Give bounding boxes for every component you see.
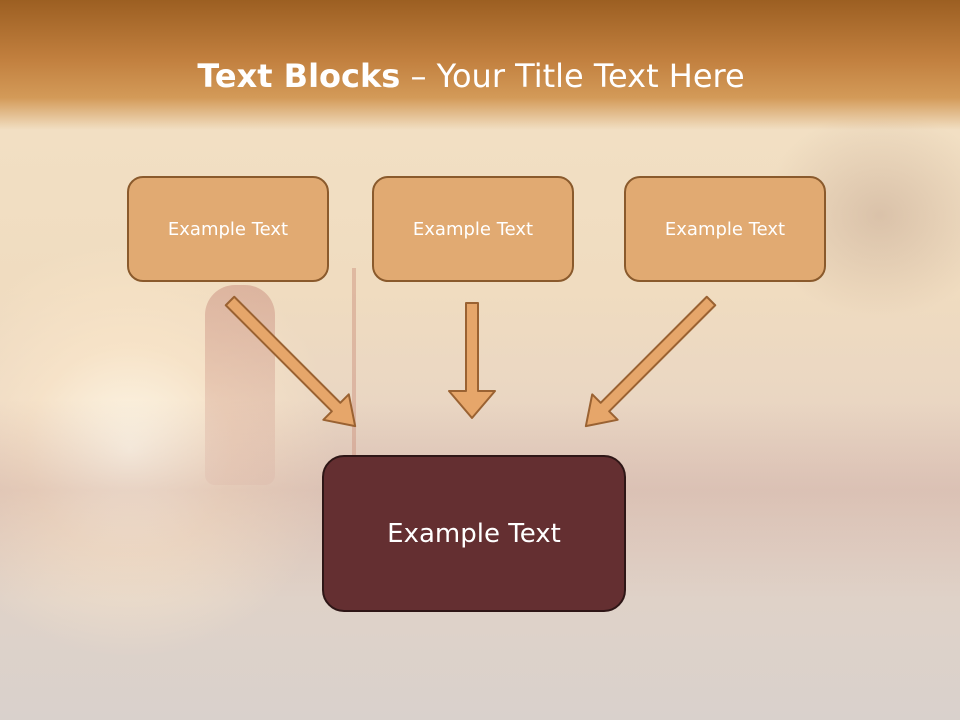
arrow-left-down-right (224, 295, 357, 428)
text-block-main-label: Example Text (387, 518, 561, 549)
title-bold: Text Blocks (197, 57, 401, 95)
text-block-main[interactable]: Example Text (322, 455, 626, 612)
title-rest: – Your Title Text Here (400, 57, 745, 95)
text-block-left[interactable]: Example Text (127, 176, 329, 282)
text-block-center[interactable]: Example Text (372, 176, 574, 282)
background-staff (352, 268, 356, 458)
text-block-right[interactable]: Example Text (624, 176, 826, 282)
slide-title: Text Blocks – Your Title Text Here (0, 54, 942, 98)
title-banner (0, 0, 960, 130)
background-sun-glow (0, 240, 340, 660)
text-block-right-label: Example Text (664, 218, 786, 240)
arrow-right-down-left (584, 295, 717, 428)
text-block-left-label: Example Text (167, 218, 289, 240)
text-block-center-label: Example Text (412, 218, 534, 240)
arrow-center-down (448, 302, 496, 419)
